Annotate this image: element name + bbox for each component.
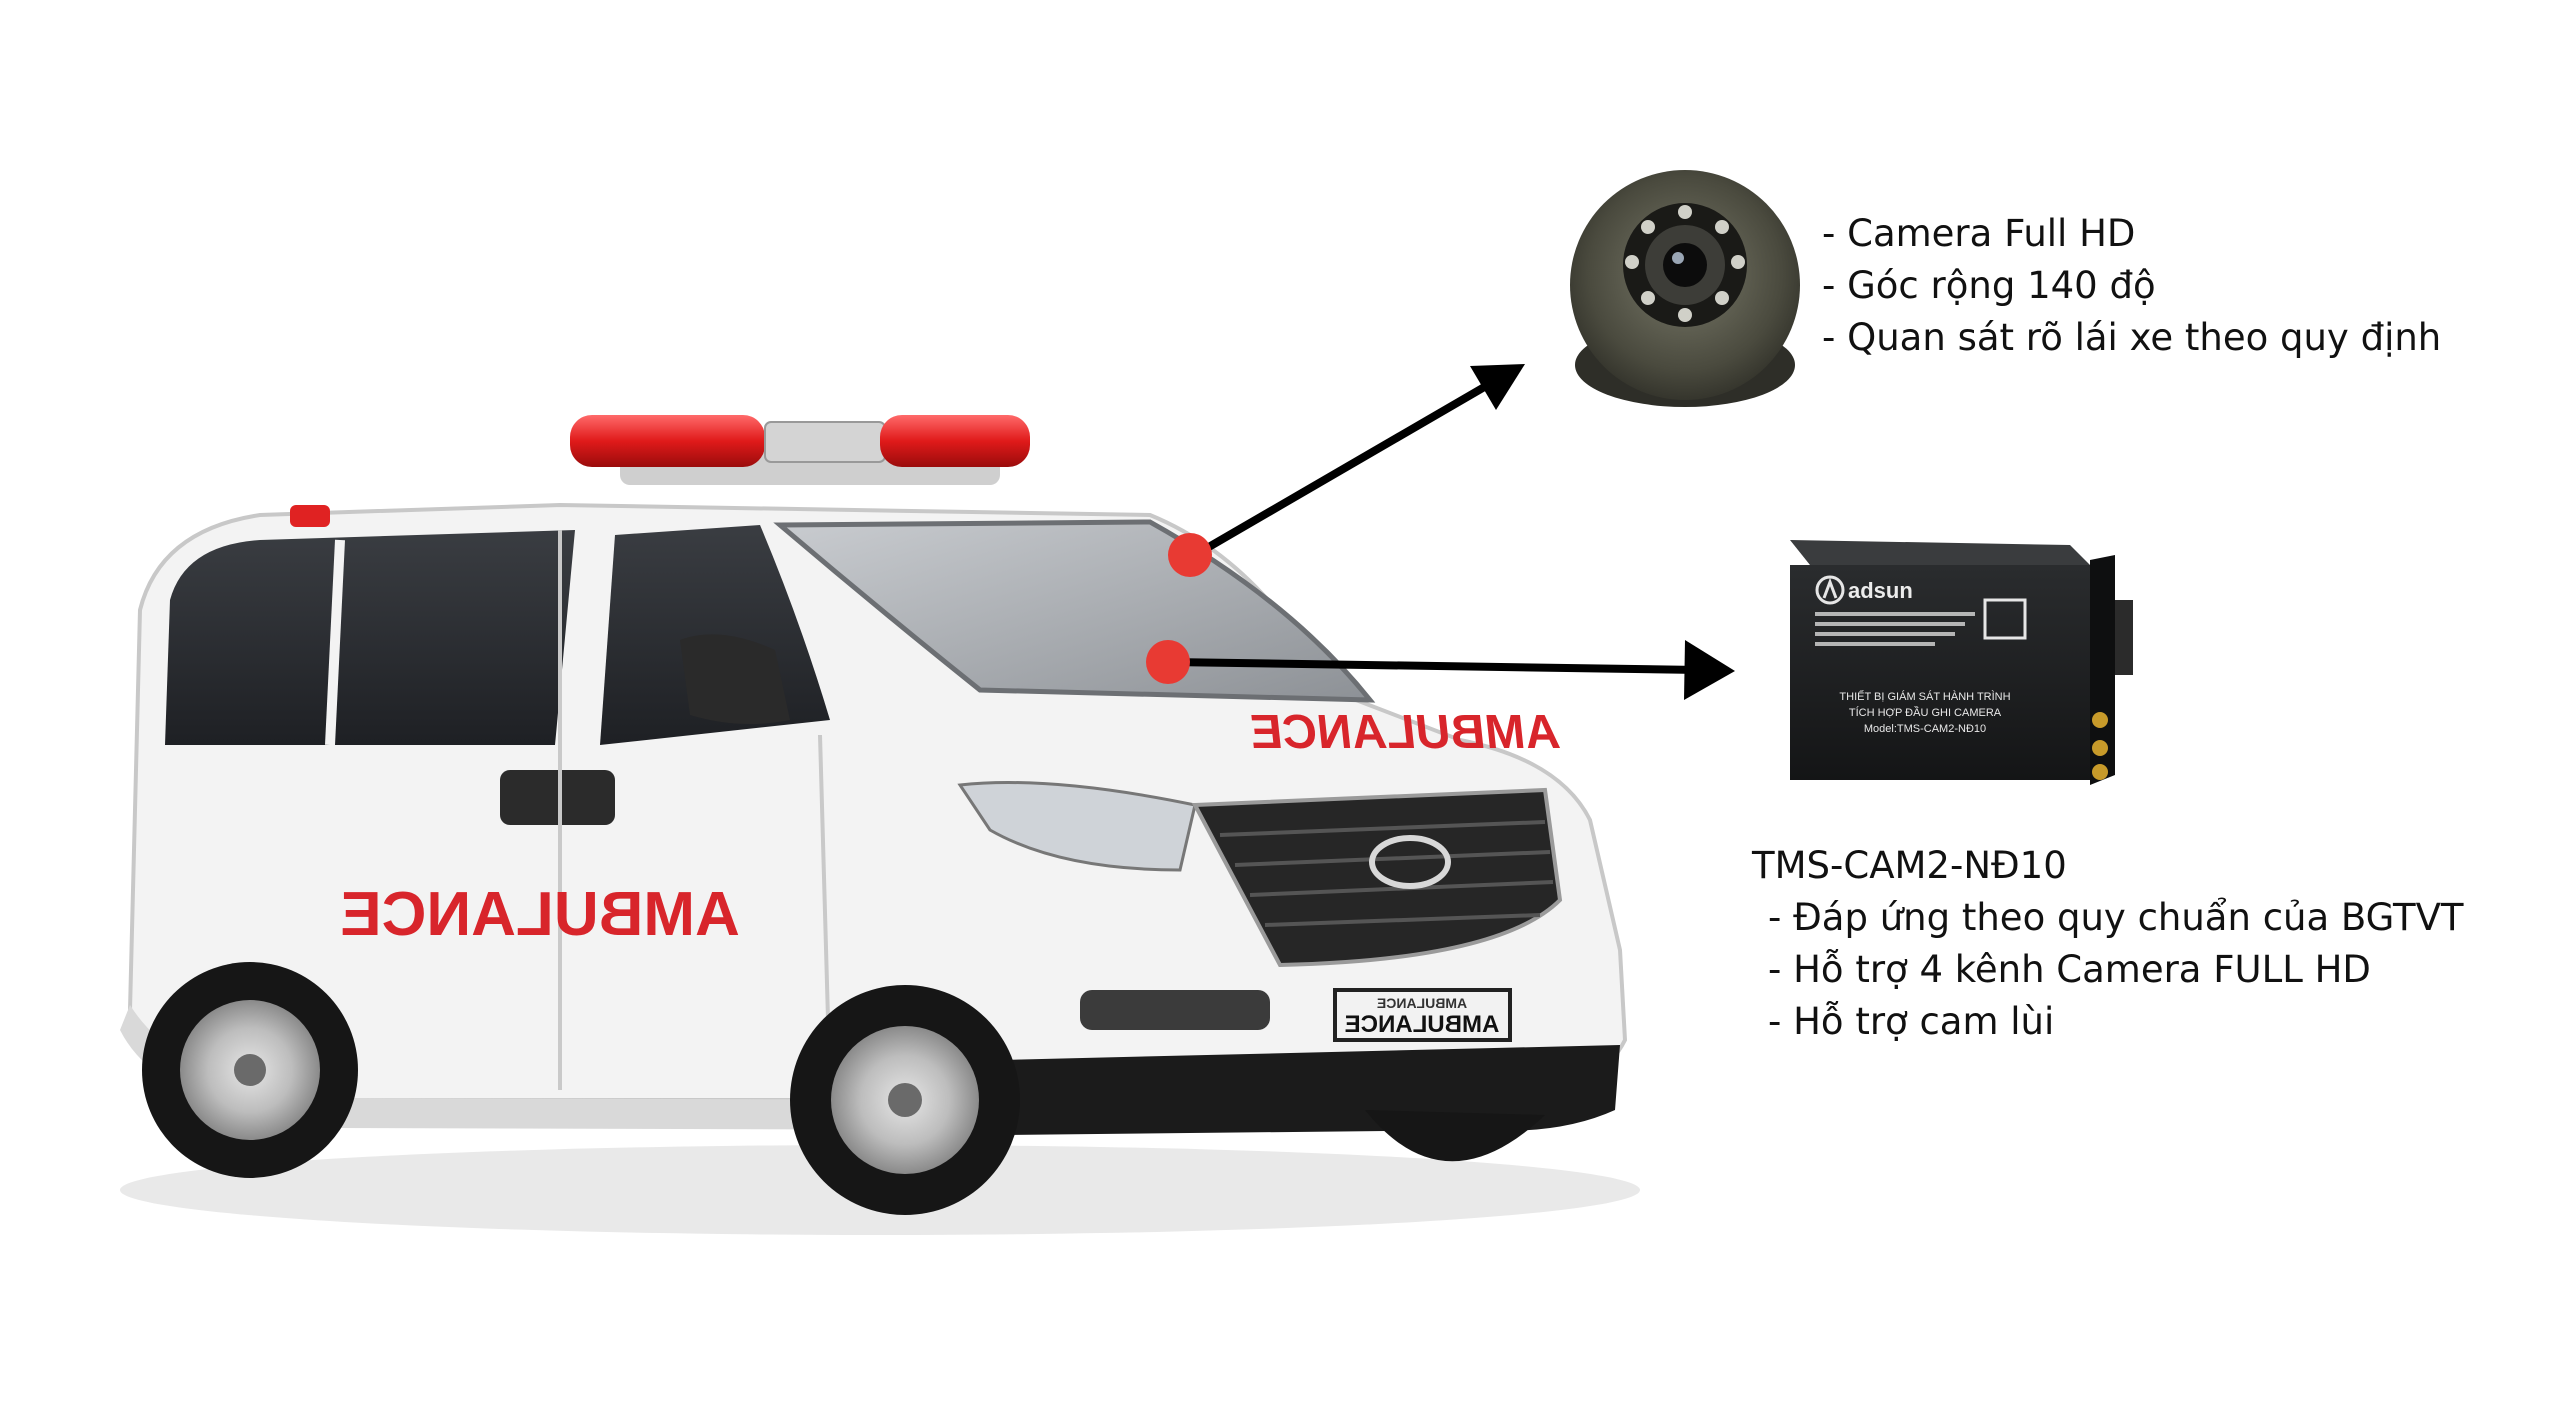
camera-feature-2: - Góc rộng 140 độ bbox=[1822, 264, 2156, 307]
recorder-feature-2: - Hỗ trợ 4 kênh Camera FULL HD bbox=[1768, 948, 2371, 991]
front-wheel bbox=[790, 985, 1020, 1215]
recorder-pointer bbox=[1169, 640, 1735, 700]
recorder-features: - Đáp ứng theo quy chuẩn của BGTVT - Hỗ … bbox=[1768, 892, 2464, 1048]
plate-ambulance-text: AMBULANCE bbox=[1345, 1011, 1500, 1038]
recorder-feature-3: - Hỗ trợ cam lùi bbox=[1768, 1000, 2055, 1043]
recorder-brand: adsun bbox=[1848, 578, 1913, 603]
front-right-wheel bbox=[1365, 1110, 1545, 1162]
side-ambulance-text: AMBULANCE bbox=[340, 880, 740, 949]
emergency-light-bar bbox=[290, 415, 1030, 527]
recorder-model-title: TMS-CAM2-NĐ10 bbox=[1752, 844, 2067, 887]
recorder-label-line-1: THIẾT BỊ GIÁM SÁT HÀNH TRÌNH bbox=[1839, 690, 2010, 703]
camera-features: - Camera Full HD - Góc rộng 140 độ - Qua… bbox=[1822, 208, 2441, 364]
recorder-feature-1: - Đáp ứng theo quy chuẩn của BGTVT bbox=[1768, 896, 2464, 939]
hood-ambulance-text: AMBULANCE bbox=[1247, 705, 1562, 759]
certification-icon bbox=[1983, 598, 2027, 640]
dome-camera-image bbox=[1570, 170, 1800, 407]
camera-pointer bbox=[1192, 364, 1525, 559]
camera-marker bbox=[1168, 533, 1212, 577]
recorder-label-line-2: TÍCH HỢP ĐẦU GHI CAMERA bbox=[1849, 706, 2002, 719]
adsun-logo-icon: adsun bbox=[1815, 575, 1913, 605]
ambulance-van: AMBULANCE AMBULANCE AMBULANCE AMBULANCE bbox=[120, 415, 1640, 1235]
recorder-marker bbox=[1146, 640, 1190, 684]
camera-feature-3: - Quan sát rõ lái xe theo quy định bbox=[1822, 316, 2442, 359]
plate-top-text: AMBULANCE bbox=[1377, 995, 1467, 1011]
rear-wheel bbox=[142, 962, 358, 1178]
recorder-label-line-3: Model:TMS-CAM2-NĐ10 bbox=[1864, 723, 1986, 735]
camera-feature-1: - Camera Full HD bbox=[1822, 212, 2136, 255]
license-plate bbox=[1333, 988, 1512, 1042]
recorder-device-image: adsun THIẾT BỊ GIÁM SÁT HÀNH TRÌNH TÍCH … bbox=[1790, 540, 2133, 785]
